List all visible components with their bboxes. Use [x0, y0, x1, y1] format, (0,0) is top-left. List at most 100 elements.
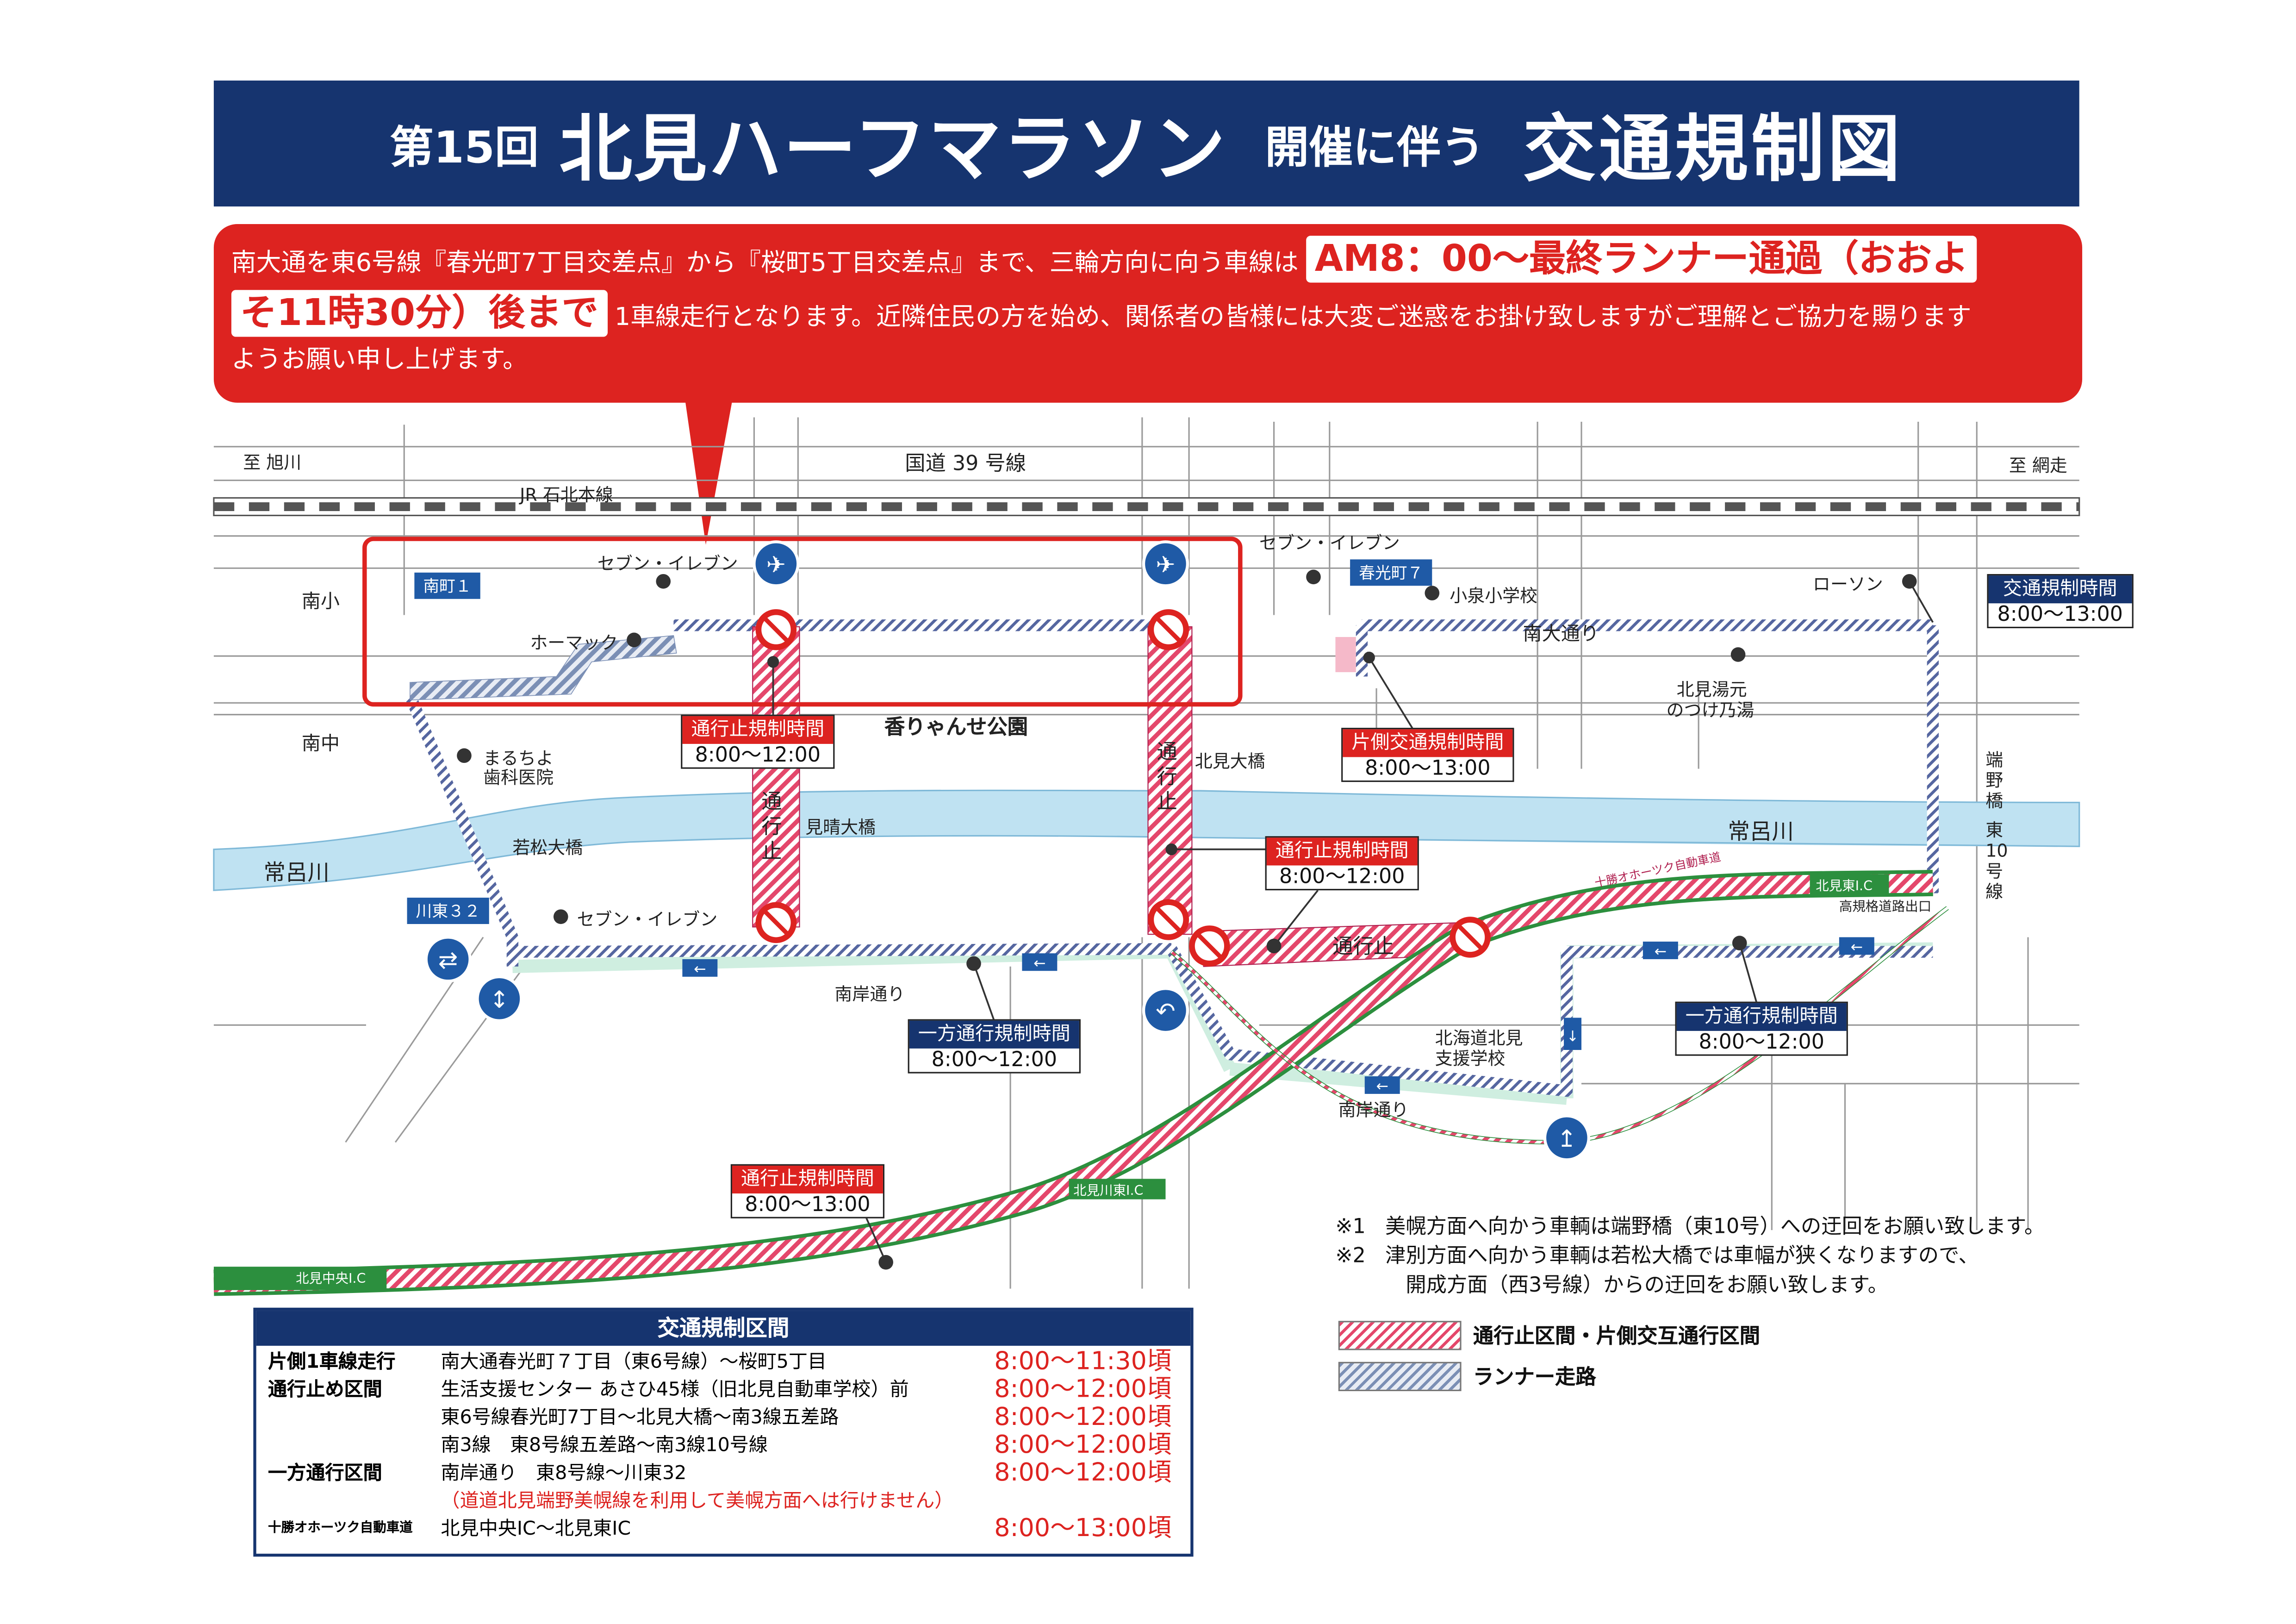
label-marochiyo-2: 歯科医院: [483, 767, 554, 788]
svg-text:←: ←: [1376, 1078, 1388, 1095]
label-closed-vertical-1: 通行止: [761, 791, 782, 864]
label-park: 香りゃんせ公園: [884, 716, 1028, 740]
box-closure-bottom: 通行止規制時間 8:00〜13:00: [730, 1164, 885, 1218]
label-minami-odori: 南大通り: [1523, 624, 1599, 646]
label-school: 北海道北見: [1435, 1028, 1523, 1049]
label-seven-eleven-2: セブン・イレブン: [1259, 533, 1400, 554]
table-row: 十勝オホーツク自動車道 北見中央IC〜北見東IC 8:00〜13:00頃: [268, 1514, 1172, 1544]
label-school-2: 支援学校: [1435, 1048, 1506, 1069]
table-row: 一方通行区間 南岸通り 東8号線〜川東32 8:00〜12:00頃: [268, 1458, 1172, 1488]
legend-closed-swatch: [1338, 1321, 1462, 1350]
runner-start-route: [410, 635, 677, 700]
table-row: （道道北見端野美幌線を利用して美幌方面へは行けません）: [441, 1491, 954, 1513]
notes: ※1 美幌方面へ向かう車輌は端野橋（東10号）への迂回をお願い致します。 ※2 …: [1335, 1212, 2045, 1300]
svg-text:↥: ↥: [1557, 1125, 1576, 1152]
title-event: 北見ハーフマラソン: [559, 106, 1227, 192]
label-closed-vertical-2: 通行止: [1157, 741, 1177, 814]
svg-text:←: ←: [1851, 939, 1863, 956]
label-yumoto: 北見湯元: [1676, 679, 1747, 700]
box-oneway-right: 一方通行規制時間 8:00〜12:00: [1675, 1001, 1848, 1056]
notice-box: 南大通を東6号線『春光町7丁目交差点』から『桜町5丁目交差点』まで、三輪方向に向…: [213, 224, 2083, 403]
note-2b: 開成方面（西3号線）からの迂回をお願い致します。: [1406, 1274, 1888, 1298]
label-to-asahikawa: 至 旭川: [243, 452, 302, 473]
svg-text:←: ←: [1033, 955, 1046, 972]
no-entry-signs: [755, 609, 1491, 967]
label-river-right: 常呂川: [1728, 818, 1794, 845]
svg-text:↓: ↓: [1567, 1028, 1579, 1045]
direction-signs: [424, 540, 1590, 1162]
tag-kawahigashi32: 川東３２: [407, 898, 489, 924]
table-row: 南3線 東8号線五差路〜南3線10号線 8:00〜12:00頃: [441, 1430, 1172, 1460]
svg-text:✈: ✈: [1156, 551, 1175, 578]
title-banner: 第15回 北見ハーフマラソン 開催に伴う 交通規制図: [213, 80, 2079, 207]
svg-text:⇄: ⇄: [438, 946, 458, 974]
label-koukikaku-exit: 高規格道路出口: [1839, 900, 1932, 915]
label-chuo-ic: 北見中央I.C: [296, 1272, 366, 1287]
legend-runner: ランナー走路: [1338, 1356, 1760, 1397]
closure-sections: [752, 626, 1465, 967]
box-closure-left: 通行止規制時間 8:00〜12:00: [681, 714, 835, 769]
legend: 通行止区間・片側交互通行区間 ランナー走路: [1338, 1315, 1760, 1397]
regulation-table: 片側1車線走行 南大通春光町７丁目（東6号線）〜桜町5丁目 8:00〜11:30…: [262, 1347, 1177, 1544]
legend-closed: 通行止区間・片側交互通行区間: [1338, 1315, 1760, 1356]
label-seven-eleven-3: セブン・イレブン: [577, 909, 718, 930]
notice-text-1: 南大通を東6号線『春光町7丁目交差点』から『桜町5丁目交差点』まで、三輪方向に向…: [231, 249, 1299, 279]
tokoro-river: [213, 789, 2080, 891]
title-main: 交通規制図: [1523, 106, 1904, 192]
label-yumoto-2: のつけ乃湯: [1666, 700, 1755, 721]
title-prefix: 第15回: [389, 123, 539, 175]
table-row: 片側1車線走行 南大通春光町７丁目（東6号線）〜桜町5丁目 8:00〜11:30…: [268, 1347, 1172, 1377]
runner-course: [404, 619, 1939, 1097]
svg-text:←: ←: [694, 961, 706, 978]
notice-text-3: ようお願い申し上げます。: [231, 345, 528, 375]
label-marochiyo: まるちよ: [483, 748, 554, 769]
legend-runner-swatch: [1338, 1362, 1462, 1392]
label-kitami-bridge: 北見大橋: [1195, 751, 1265, 772]
label-kitami-east-ic: 北見東I.C: [1816, 880, 1873, 895]
label-minami-chu: 南中: [301, 733, 340, 756]
label-hashino-bridge-2: 東10号線: [1985, 820, 2008, 902]
tag-minami1: 南町１: [414, 572, 480, 599]
svg-text:↕: ↕: [490, 986, 509, 1013]
label-koizumi: 小泉小学校: [1450, 586, 1538, 606]
jr-railway: [213, 497, 2080, 517]
label-minami-sho: 南小: [301, 591, 340, 614]
label-seven-eleven-1: セブン・イレブン: [597, 553, 738, 574]
table-row: 通行止め区間 生活支援センター あさひ45様（旧北見自動車学校）前 8:00〜1…: [268, 1375, 1172, 1405]
box-traffic-time-top: 交通規制時間 8:00〜13:00: [1987, 574, 2134, 629]
note-1: 美幌方面へ向かう車輌は端野橋（東10号）への迂回をお願い致します。: [1385, 1215, 2045, 1239]
notice-highlight-2: そ11時30分）後まで: [231, 290, 607, 337]
tag-shunko7: 春光町７: [1350, 559, 1432, 586]
label-miharashi-bridge: 見晴大橋: [805, 817, 876, 838]
label-lawson: ローソン: [1812, 574, 1883, 595]
regulation-panel: 交通規制区間 片側1車線走行 南大通春光町７丁目（東6号線）〜桜町5丁目 8:0…: [253, 1307, 1194, 1557]
note-2-mark: ※2: [1335, 1244, 1366, 1268]
label-jr-line: JR 石北本線: [520, 485, 613, 506]
label-hashino-bridge-1: 端野橋: [1985, 750, 2004, 812]
label-route39: 国道 39 号線: [905, 452, 1027, 476]
oneway-arrows: [682, 937, 1874, 1094]
title-middle: 開催に伴う: [1265, 123, 1485, 175]
box-oneway-left: 一方通行規制時間 8:00〜12:00: [908, 1019, 1081, 1074]
note-2a: 津別方面へ向かう車輌は若松大橋では車幅が狭くなりますので、: [1385, 1244, 1979, 1268]
label-homac: ホーマック: [530, 632, 618, 653]
label-river-left: 常呂川: [263, 859, 330, 886]
svg-text:←: ←: [1655, 943, 1667, 960]
svg-text:✈: ✈: [766, 551, 786, 578]
label-kawahigashi-ic: 北見川東I.C: [1073, 1185, 1144, 1199]
box-one-side: 片側交通規制時間 8:00〜13:00: [1341, 728, 1514, 782]
table-row: 東6号線春光町7丁目〜北見大橋〜南3線五差路 8:00〜12:00頃: [441, 1403, 1172, 1432]
box-closure-mid: 通行止規制時間 8:00〜12:00: [1265, 836, 1419, 891]
label-nangan-dori-1: 南岸通り: [834, 984, 905, 1005]
label-closed-horizontal: 通行止: [1332, 936, 1394, 959]
panel-title: 交通規制区間: [256, 1311, 1191, 1346]
label-to-abashiri: 至 網走: [2009, 455, 2067, 476]
label-wakamatsu-bridge: 若松大橋: [512, 837, 583, 858]
one-lane-zone: [362, 537, 1243, 707]
note-1-mark: ※1: [1335, 1215, 1366, 1239]
landmark-dots: [457, 569, 1917, 1270]
notice-text-2: 1車線走行となります。近隣住民の方を始め、関係者の皆様には大変ご迷惑をお掛け致し…: [614, 303, 1972, 333]
notice-pointer: [685, 401, 732, 545]
svg-text:↶: ↶: [1156, 998, 1175, 1025]
label-nangan-dori-2: 南岸通り: [1338, 1099, 1409, 1120]
